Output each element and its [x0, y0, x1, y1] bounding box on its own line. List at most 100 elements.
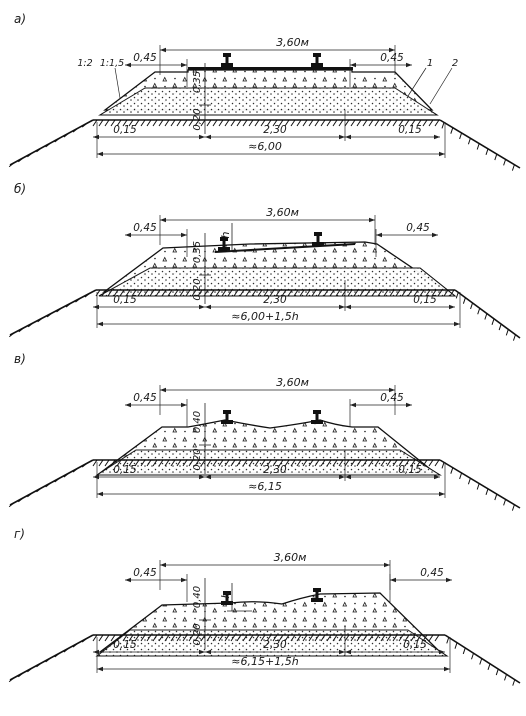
- dim-bottom-left-arrow-left: [93, 134, 99, 140]
- bottom-right-label: 0,15: [403, 639, 427, 651]
- ballast-depth-label: 0,40: [192, 586, 203, 608]
- dim-bottom-right-arrow-left: [345, 649, 351, 655]
- dim-shoulder-left-arrow-left: [125, 62, 131, 68]
- dim-shoulder-left: [125, 62, 187, 68]
- dim-shoulder-left-arrow-right: [181, 402, 187, 408]
- subgrade-ground-right-slope: [439, 459, 521, 509]
- panel-label: б): [14, 182, 26, 196]
- rail-left-head: [223, 53, 231, 57]
- panel-label: г): [14, 527, 25, 541]
- dim-shoulder-left-arrow-left: [125, 402, 131, 408]
- sub-depth-label: 0,20: [192, 623, 203, 645]
- dim-total-width-arrow-left: [97, 321, 103, 327]
- dim-shoulder-right: [350, 62, 412, 68]
- ballast-depth-label: 0,40: [192, 411, 203, 433]
- ballast-depth-label: 0,35: [192, 71, 203, 93]
- dim-shoulder-right-arrow-right: [446, 577, 452, 583]
- dim-bottom-right-arrow-left: [345, 134, 351, 140]
- dim-top-width-arrow-right: [389, 387, 395, 393]
- dim-bottom-left-arrow-right: [199, 474, 205, 480]
- dim-bottom-right-arrow-left: [345, 474, 351, 480]
- h-label: h: [219, 591, 232, 598]
- subgrade-ground: [8, 119, 521, 171]
- ballast-depth-label: 0,35: [192, 241, 203, 263]
- dim-shoulder-right: [390, 577, 452, 583]
- dim-bottom-right-arrow-right: [449, 304, 455, 310]
- dim-center-arrow-left: [205, 134, 211, 140]
- sand-layer-overlay: [98, 87, 439, 116]
- dim-bottom-left: [93, 304, 205, 310]
- rail-left-foot: [218, 247, 230, 251]
- rail-left-foot: [221, 420, 233, 424]
- total-width-label: ≈6,00: [248, 140, 282, 153]
- rail-right: [312, 232, 324, 246]
- dim-shoulder-right-arrow-left: [350, 402, 356, 408]
- rail-left: [218, 237, 230, 251]
- rail-left: [221, 410, 233, 424]
- dim-shoulder-left-arrow-right: [181, 232, 187, 238]
- dim-bottom-right-arrow-right: [434, 134, 440, 140]
- total-width-label: ≈6,00+1,5h: [231, 310, 298, 323]
- dim-shoulder-left: [125, 402, 187, 408]
- dim-center: [205, 474, 345, 480]
- subgrade-ground-hatching: [8, 119, 515, 171]
- dim-total-width-arrow-right: [439, 491, 445, 497]
- rail-right-foot: [312, 242, 324, 246]
- shoulder-right-label: 0,45: [420, 567, 444, 579]
- dim-shoulder-right-arrow-right: [432, 232, 438, 238]
- slope-outer-label: 1:2: [77, 58, 92, 69]
- ballast-prism: [98, 241, 457, 297]
- dim-total-width-arrow-right: [454, 321, 460, 327]
- bottom-left-label: 0,15: [113, 124, 137, 136]
- dim-bottom-left: [93, 134, 205, 140]
- rail-right-foot: [311, 420, 323, 424]
- callout-2: 2: [452, 58, 458, 69]
- bottom-right-label: 0,15: [398, 464, 422, 476]
- dim-shoulder-right-arrow-right: [406, 62, 412, 68]
- subgrade-ground-right-slope: [454, 289, 521, 339]
- rail-left-web: [225, 413, 229, 421]
- dim-bottom-left-arrow-right: [199, 134, 205, 140]
- dim-shoulder-right: [350, 402, 412, 408]
- bottom-left-label: 0,15: [113, 639, 137, 651]
- bottom-right-label: 0,15: [413, 294, 437, 306]
- callout-1-leader: [407, 67, 427, 97]
- rail-right: [311, 588, 323, 602]
- dim-total-width: [97, 491, 445, 497]
- total-width-label: ≈6,15: [248, 480, 282, 493]
- dim-center-arrow-right: [339, 474, 345, 480]
- bottom-right-label: 0,15: [398, 124, 422, 136]
- dim-top-width-arrow-left: [160, 217, 166, 223]
- dim-shoulder-left-arrow-right: [181, 577, 187, 583]
- dim-bottom-left-arrow-left: [93, 304, 99, 310]
- center-width-label: 2,30: [263, 124, 287, 136]
- rail-left: [221, 53, 233, 67]
- rail-left-web: [225, 594, 229, 602]
- dim-shoulder-left-arrow-left: [125, 232, 131, 238]
- dim-bottom-right: [345, 474, 440, 480]
- dim-shoulder-left-arrow-right: [181, 62, 187, 68]
- ballast-prism: [98, 69, 439, 116]
- dim-total-width-arrow-right: [444, 666, 450, 672]
- callout-2-leader: [429, 67, 453, 105]
- rail-left: [221, 591, 233, 605]
- dim-bottom-left-arrow-left: [93, 474, 99, 480]
- rail-right-head: [313, 588, 321, 592]
- dim-center-arrow-left: [205, 304, 211, 310]
- rail-right-web: [315, 591, 319, 599]
- shoulder-right-label: 0,45: [406, 222, 430, 234]
- center-width-label: 2,30: [263, 294, 287, 306]
- dim-center: [205, 304, 345, 310]
- dim-shoulder-right: [376, 232, 438, 238]
- center-width-label: 2,30: [263, 639, 287, 651]
- dim-top-width-arrow-left: [160, 387, 166, 393]
- dim-shoulder-left-arrow-left: [125, 577, 131, 583]
- dim-shoulder-left: [125, 232, 187, 238]
- h-label: h: [219, 231, 232, 238]
- dim-top-width: [160, 217, 375, 223]
- dim-bottom-left-arrow-left: [93, 649, 99, 655]
- dim-bottom-left-arrow-right: [199, 649, 205, 655]
- rail-right-foot: [311, 598, 323, 602]
